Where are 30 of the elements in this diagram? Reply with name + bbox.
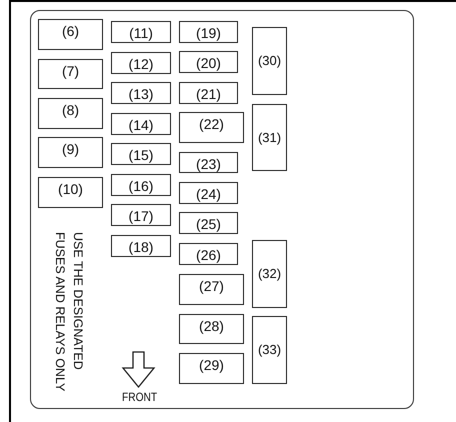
fuse-slot: (12) <box>111 52 171 74</box>
fuse-slot: (7) <box>38 59 103 89</box>
fuse-slot: (10) <box>38 177 103 208</box>
fuse-slot: (23) <box>179 152 238 173</box>
fuse-slot: (8) <box>38 98 103 129</box>
relay-slot: (32) <box>252 240 287 308</box>
relay-slot: (33) <box>252 316 287 384</box>
fuse-slot: (13) <box>111 82 171 104</box>
direction-label: FRONT <box>122 390 158 404</box>
fuse-slot: (6) <box>38 19 103 50</box>
fuse-slot: (15) <box>111 143 171 165</box>
fuse-slot: (18) <box>111 235 171 257</box>
relay-slot: (31) <box>252 104 287 171</box>
fuse-slot: (11) <box>111 21 171 43</box>
fuse-slot: (20) <box>179 51 238 73</box>
fuse-slot: (27) <box>179 274 244 305</box>
fuse-slot: (22) <box>179 112 244 143</box>
fuse-slot: (28) <box>179 314 244 344</box>
fuse-slot: (16) <box>111 174 171 196</box>
fuse-slot: (19) <box>179 21 238 43</box>
relay-slot: (30) <box>252 27 287 95</box>
fuse-slot: (9) <box>38 137 103 168</box>
fuse-slot: (26) <box>179 243 238 265</box>
fuse-slot: (21) <box>179 82 238 104</box>
fuse-slot: (25) <box>179 212 238 234</box>
fuse-slot: (17) <box>111 204 171 226</box>
fuse-slot: (14) <box>111 113 171 135</box>
warning-note: USE THE DESIGNATED FUSES AND RELAYS ONLY <box>52 232 86 394</box>
fuse-slot: (24) <box>179 182 238 204</box>
fuse-slot: (29) <box>179 353 244 384</box>
